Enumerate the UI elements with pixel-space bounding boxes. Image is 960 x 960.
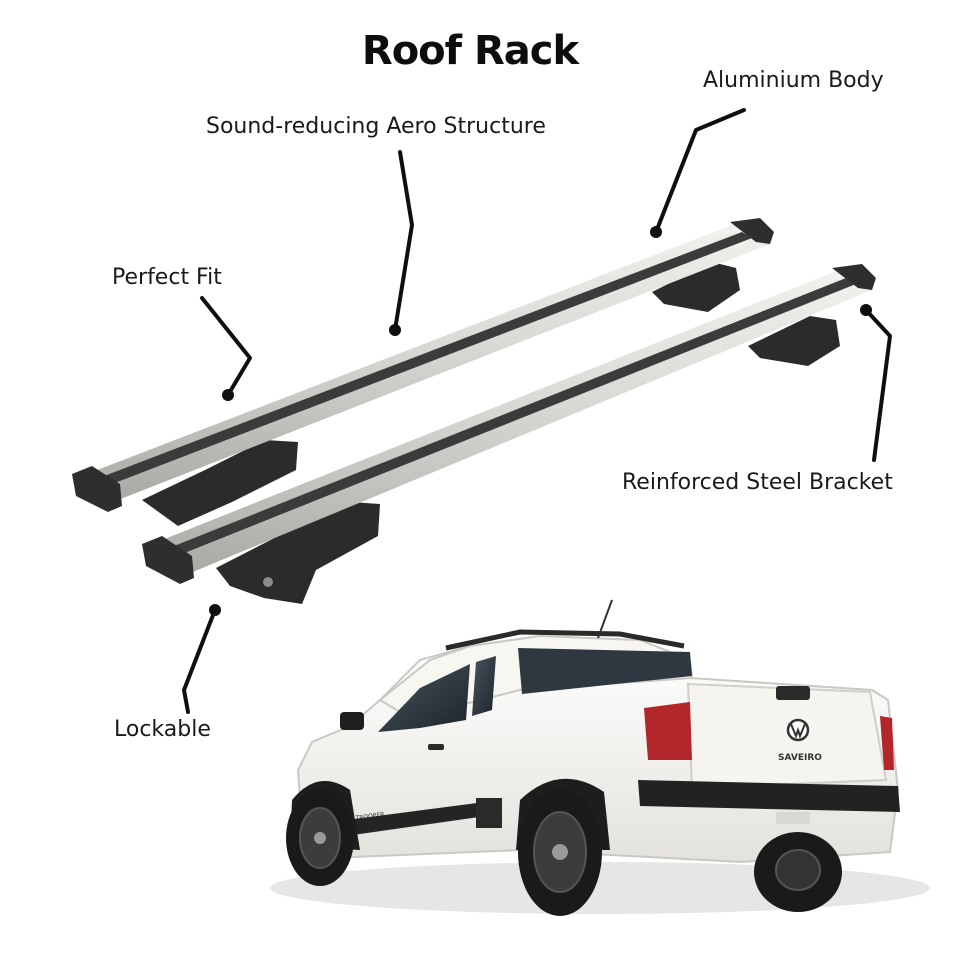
- dot-aero: [389, 324, 401, 336]
- side-decal: TROOPER: [354, 811, 385, 822]
- callout-aluminium-body: Aluminium Body: [703, 68, 884, 93]
- end-cap-back-left: [72, 466, 122, 512]
- rear-wheel: [518, 788, 602, 916]
- rear-side-window: [472, 656, 496, 716]
- dot-fit: [222, 389, 234, 401]
- dot-bracket: [860, 304, 872, 316]
- leader-lockable: [182, 608, 217, 714]
- bracket-front-right: [748, 316, 840, 366]
- bracket-back-left: [142, 440, 298, 526]
- antenna: [597, 599, 613, 639]
- side-stripe: [346, 800, 500, 836]
- pickup-truck: SAVEIRO TROOPER: [270, 599, 930, 916]
- bar-back-channel: [104, 232, 752, 484]
- dot-lockable: [209, 604, 221, 616]
- side-mirror: [340, 712, 364, 730]
- leader-fit: [200, 296, 252, 397]
- roof-bar-back: [72, 218, 774, 526]
- leader-aluminium: [654, 108, 746, 234]
- page-title: Roof Rack: [361, 28, 579, 74]
- roof-bar-front: [142, 264, 876, 604]
- end-cap-front-right: [832, 264, 876, 290]
- roof-rails: [445, 629, 685, 651]
- spare-rear-wheel: [754, 832, 842, 912]
- door-handle: [428, 744, 444, 750]
- callout-lockable: Lockable: [114, 717, 211, 742]
- leader-aero: [393, 150, 414, 332]
- taillight-right: [880, 716, 894, 770]
- leader-bracket: [864, 308, 892, 462]
- bracket-back-right: [652, 262, 740, 312]
- end-cap-back-right: [730, 218, 774, 244]
- dot-aluminium: [650, 226, 662, 238]
- callout-aero-structure: Sound-reducing Aero Structure: [206, 114, 546, 139]
- front-wheel: [286, 790, 354, 886]
- end-cap-front-left: [142, 536, 194, 584]
- callout-perfect-fit: Perfect Fit: [112, 265, 222, 290]
- side-window: [378, 664, 470, 732]
- model-badge: SAVEIRO: [778, 753, 822, 763]
- tailgate-handle: [776, 686, 810, 700]
- lock-cylinder: [263, 577, 273, 587]
- rear-window: [518, 648, 692, 694]
- bar-front-channel: [174, 278, 856, 554]
- bracket-front-left: [216, 502, 380, 604]
- license-plate-recess: [776, 812, 810, 824]
- fuel-door: [476, 798, 502, 828]
- rear-bumper: [638, 780, 900, 812]
- taillight-left: [644, 702, 692, 760]
- callout-steel-bracket: Reinforced Steel Bracket: [622, 470, 893, 495]
